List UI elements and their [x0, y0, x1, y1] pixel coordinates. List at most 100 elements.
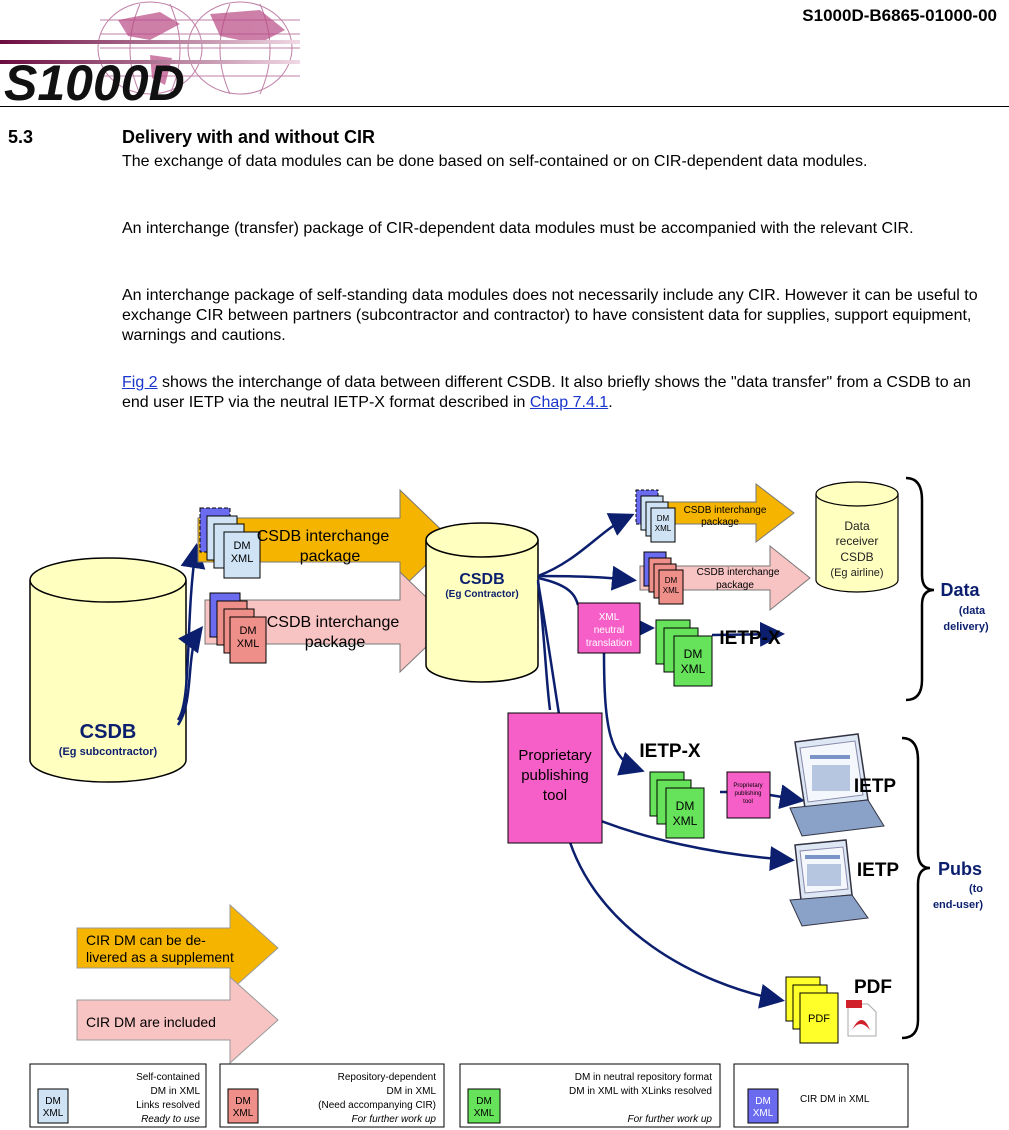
package-label: package — [300, 548, 361, 565]
xml-label: XML — [237, 638, 260, 650]
legend-text: Repository-dependent — [338, 1072, 437, 1083]
xml-label: XML — [233, 1108, 254, 1119]
cir-supplement-arrow: CIR DM can be de- livered as a supplemen… — [76, 903, 279, 993]
small-tool-label: publishing — [734, 791, 761, 797]
legend-text: (Need accompanying CIR) — [318, 1100, 436, 1111]
dm-label: DM — [676, 799, 695, 813]
flow-arrow — [563, 824, 785, 1009]
section-title: Delivery with and without CIR — [122, 127, 376, 147]
legend-text: Links resolved — [136, 1100, 200, 1111]
data-brace-title: Data — [940, 580, 980, 600]
legend-text: DM in XML with XLinks resolved — [569, 1086, 712, 1097]
pdf-stack: PDF — [785, 976, 839, 1044]
pdf-icon — [846, 1000, 877, 1037]
xml-label: XML — [681, 662, 706, 676]
dm-label: DM — [235, 1096, 251, 1107]
data-brace — [905, 476, 935, 702]
pubs-brace-sub: (to — [969, 883, 983, 895]
dm-label: DM — [755, 1096, 771, 1107]
laptop-icon — [789, 839, 869, 927]
csdb-interchange-package-arrow-orange: DM XML CSDB interchange package — [197, 488, 453, 592]
package-label: CSDB interchange — [684, 505, 767, 516]
paragraph-4-text: shows the interchange of data between di… — [122, 374, 971, 411]
data-interchange-figure: CSDB (Eg subcontractor) DM XML CSDB inte… — [29, 476, 989, 1128]
csdb-interchange-package-arrow-pink-right: DM XML CSDB interchange package — [639, 544, 811, 612]
xml-neutral-label: translation — [586, 638, 632, 649]
xml-label: XML — [43, 1108, 64, 1119]
xml-label: XML — [231, 553, 254, 565]
csdb-con-title: CSDB — [459, 571, 504, 588]
small-publishing-tool: Proprietary publishing tool — [726, 771, 771, 819]
ietp-label: IETP — [854, 776, 897, 797]
package-label: package — [701, 517, 739, 528]
proprietary-publishing-tool: Proprietary publishing tool — [507, 712, 603, 844]
laptop-icon — [789, 733, 885, 837]
receiver-label: Data — [844, 519, 870, 533]
csdb-interchange-package-arrow-orange-right: DM XML CSDB interchange package — [635, 482, 795, 544]
ietpx-dm-stack: DM XML IETP-X — [655, 619, 781, 687]
paragraph-4: Fig 2 shows the interchange of data betw… — [122, 373, 997, 413]
csdb-contractor: CSDB (Eg Contractor) — [425, 522, 539, 683]
legend-text: DM in XML — [151, 1086, 201, 1097]
csdb-sub-title: CSDB — [80, 721, 137, 743]
dm-label: DM — [684, 647, 703, 661]
xml-label: XML — [753, 1108, 774, 1119]
included-label: CIR DM are included — [86, 1014, 216, 1030]
csdb-con-label: (Eg Contractor) — [445, 589, 518, 600]
paragraph-4-end: . — [608, 394, 613, 411]
flow-arrow — [769, 784, 805, 810]
pdf-title: PDF — [854, 977, 892, 998]
legend-text: DM in XML — [387, 1086, 437, 1097]
header-divider — [0, 106, 1009, 107]
flow-arrow — [537, 565, 637, 591]
ietpx-label: IETP-X — [639, 741, 701, 762]
paragraph-3: An interchange package of self-standing … — [122, 287, 978, 344]
small-tool-label: Proprietary — [733, 783, 762, 789]
supplement-label: livered as a supplement — [86, 949, 234, 965]
package-label: CSDB interchange — [257, 528, 390, 545]
data-brace-sub: (data — [959, 605, 986, 617]
dm-label: DM — [657, 514, 670, 523]
csdb-interchange-package-arrow-pink: DM XML CSDB interchange package — [204, 570, 453, 674]
prop-tool-label: publishing — [521, 767, 589, 784]
xml-label: XML — [655, 524, 672, 533]
legend-text: For further work up — [628, 1114, 713, 1125]
xml-label: XML — [673, 814, 698, 828]
pdf-label: PDF — [808, 1013, 830, 1025]
xml-neutral-label: XML — [599, 612, 620, 623]
legend-box-repository-dependent: DM XML Repository-dependent DM in XML (N… — [219, 1063, 445, 1128]
ietpx-label: IETP-X — [719, 628, 781, 649]
s1000d-logo: S1000D — [0, 1, 300, 106]
legend-text: For further work up — [352, 1114, 437, 1125]
xml-label: XML — [663, 586, 680, 595]
package-label: package — [716, 580, 754, 591]
chap-link[interactable]: Chap 7.4.1 — [529, 394, 609, 411]
flow-line — [536, 581, 562, 721]
paragraph-1: The exchange of data modules can be done… — [122, 153, 868, 170]
csdb-sub-label: (Eg subcontractor) — [59, 746, 158, 758]
dm-label: DM — [476, 1096, 492, 1107]
flow-arrow — [176, 625, 203, 726]
pubs-brace-sub: end-user) — [933, 899, 983, 911]
legend-text: Self-contained — [136, 1072, 200, 1083]
dm-label: DM — [239, 625, 256, 637]
document-id: S1000D-B6865-01000-00 — [802, 6, 997, 25]
receiver-label: (Eg airline) — [830, 567, 883, 579]
receiver-label: CSDB — [840, 550, 873, 564]
legend-box-self-contained: DM XML Self-contained DM in XML Links re… — [29, 1063, 207, 1128]
fig2-link[interactable]: Fig 2 — [122, 374, 158, 391]
xml-neutral-label: neutral — [594, 625, 625, 636]
ietp-label: IETP — [857, 860, 900, 881]
legend-text: CIR DM in XML — [800, 1094, 870, 1105]
logo-text: S1000D — [4, 55, 185, 106]
cir-included-arrow: CIR DM are included — [76, 975, 279, 1065]
paragraph-2: An interchange (transfer) package of CIR… — [122, 220, 914, 237]
package-label: package — [305, 634, 366, 651]
small-tool-label: tool — [743, 799, 753, 805]
legend-text: DM in neutral repository format — [575, 1072, 712, 1083]
dm-label: DM — [665, 576, 678, 585]
prop-tool-label: tool — [543, 787, 567, 804]
section-number: 5.3 — [8, 127, 34, 147]
pubs-brace — [901, 736, 931, 1040]
data-brace-sub: delivery) — [943, 621, 989, 633]
